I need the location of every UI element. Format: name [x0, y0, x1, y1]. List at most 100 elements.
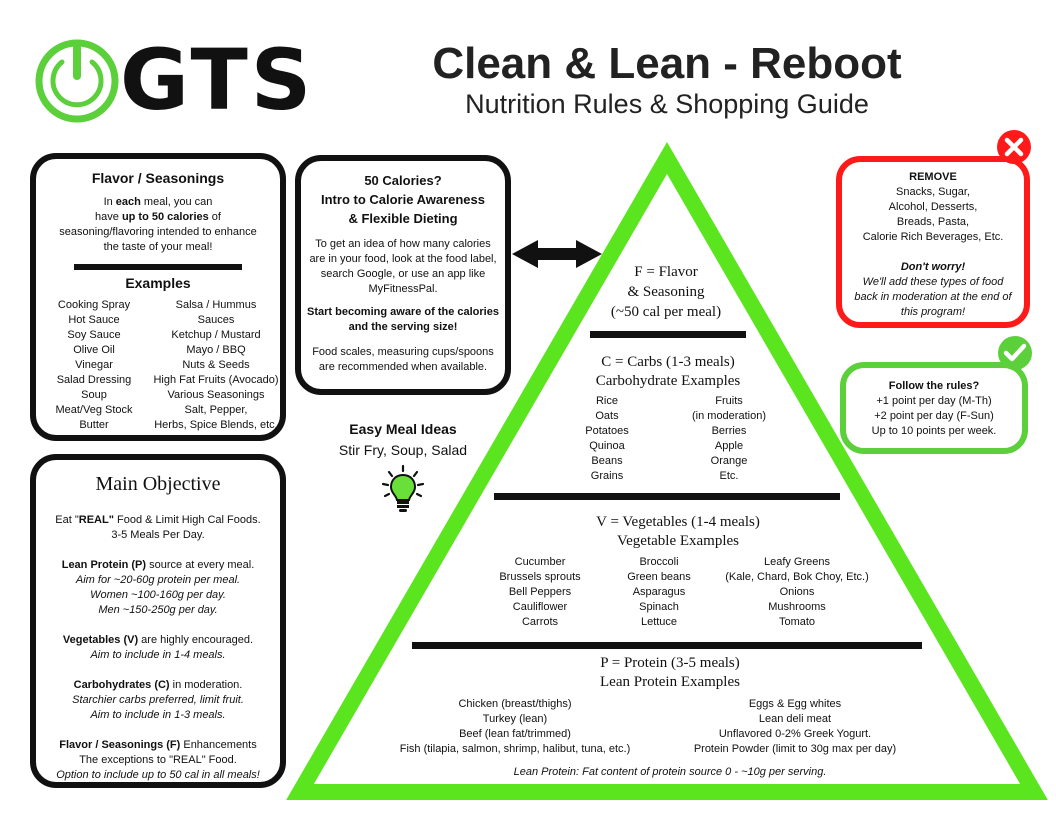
calorie-title-line: & Flexible Dieting [348, 211, 458, 226]
remove-worry-line: back in moderation at the end of [854, 291, 1012, 303]
vegetable-item: Mushrooms [768, 601, 826, 613]
pyramid-vegetables-tier: V = Vegetables (1-4 meals) Vegetable Exa… [476, 512, 880, 630]
carb-item: Orange [710, 455, 748, 467]
remove-box: REMOVE Snacks, Sugar,Alcohol, Desserts,B… [836, 156, 1030, 328]
objective-section: Lean Protein (P) source at every meal.Ai… [40, 558, 276, 618]
rules-title: Follow the rules? [888, 380, 980, 392]
pyramid-divider-flavor [590, 331, 746, 338]
text-run: Option to include up to 50 cal in all me… [56, 769, 260, 781]
text-run: meal, you can [140, 196, 213, 208]
text-line: 3-5 Meals Per Day. [40, 528, 276, 543]
calorie-text-line: search Google, or use an app like [320, 268, 486, 280]
text-line: In each meal, you can [40, 195, 276, 210]
text-run: Aim to include in 1-4 meals. [90, 649, 226, 661]
lightbulb-icon [381, 464, 425, 512]
objective-title: Main Objective [95, 473, 221, 495]
protein-title: P = Protein (3-5 meals) [600, 655, 740, 671]
text-run: Eat " [55, 514, 79, 526]
text-line: Eat "REAL" Food & Limit High Cal Foods. [40, 513, 276, 528]
text-run: Food & Limit High Cal Foods. [113, 514, 261, 526]
gts-logo: GTS [32, 32, 312, 128]
text-run: Lean Protein (P) [61, 559, 147, 571]
pyramid-carbs-tier: C = Carbs (1-3 meals) Carbohydrate Examp… [546, 352, 790, 484]
text-line: Carbohydrates (C) in moderation. [40, 678, 276, 693]
remove-title: REMOVE [909, 171, 957, 183]
flavor-example-item: Mayo / BBQ [186, 344, 246, 356]
carb-item: Berries [711, 425, 747, 437]
remove-worry-line: We'll add these types of food [862, 276, 1004, 288]
flavor-tier-line: F = Flavor [634, 264, 698, 280]
flavor-example-item: Sauces [197, 314, 235, 326]
logo-text: GTS [120, 31, 315, 129]
text-run: Flavor / Seasonings (F) [59, 739, 181, 751]
protein-item: Fish (tilapia, salmon, shrimp, halibut, … [399, 743, 631, 755]
flavor-example-item: Nuts & Seeds [182, 359, 250, 371]
text-run: Starchier carbs preferred, limit fruit. [72, 694, 244, 706]
text-run: Carbohydrates (C) [73, 679, 170, 691]
remove-worry-title: Don't worry! [900, 261, 966, 273]
text-run: 3-5 Meals Per Day. [111, 529, 205, 541]
protein-item: Beef (lean fat/trimmed) [459, 728, 571, 740]
text-run: Aim for ~20-60g protein per meal. [75, 574, 241, 586]
text-line: the taste of your meal! [40, 240, 276, 255]
carb-item: Apple [714, 440, 744, 452]
text-line: Lean Protein (P) source at every meal. [40, 558, 276, 573]
flavor-example-item: Salsa / Hummus [175, 299, 257, 311]
vegetable-item: Onions [779, 586, 815, 598]
vegetable-item: Cauliflower [512, 601, 568, 613]
text-run: Vegetables (V) [62, 634, 139, 646]
carb-item: Oats [595, 410, 619, 422]
pyramid-divider-vegetables [412, 642, 922, 649]
calorie-text-line: Food scales, measuring cups/spoons [312, 346, 494, 358]
text-run: The exceptions to "REAL" Food. [79, 754, 237, 766]
calorie-text-line: To get an idea of how many calories [315, 238, 491, 250]
text-line: Women ~100-160g per day. [40, 588, 276, 603]
text-run: have [95, 211, 122, 223]
text-run: In [103, 196, 116, 208]
calorie-title-line: 50 Calories? [364, 173, 442, 188]
pyramid-outline [286, 142, 1048, 800]
flavor-example-item: Olive Oil [73, 344, 115, 356]
text-line: have up to 50 calories of [40, 210, 276, 225]
text-run: each [115, 196, 141, 208]
carb-item: (in moderation) [692, 410, 766, 422]
easy-meal-ideas: Easy Meal Ideas Stir Fry, Soup, Salad [318, 420, 488, 460]
flavor-example-item: Salad Dressing [56, 374, 132, 386]
flavor-example-item: Soup [81, 389, 107, 401]
carb-item: Fruits [715, 395, 743, 407]
flavor-example-item: Various Seasonings [167, 389, 265, 401]
text-run: the taste of your meal! [103, 241, 213, 253]
flavor-example-item: Meat/Veg Stock [55, 404, 133, 416]
protein-item: Turkey (lean) [482, 713, 548, 725]
carb-item: Quinoa [589, 440, 625, 452]
remove-items: Snacks, Sugar,Alcohol, Desserts,Breads, … [846, 185, 1020, 245]
flavor-example-item: Butter [79, 419, 109, 431]
text-run: up to 50 calories [121, 211, 209, 223]
vegetable-item: Bell Peppers [508, 586, 572, 598]
vegetables-subtitle: Vegetable Examples [616, 533, 740, 549]
text-line: Aim for ~20-60g protein per meal. [40, 573, 276, 588]
checkmark-icon [998, 336, 1032, 370]
rules-line: +1 point per day (M-Th) [876, 395, 992, 407]
page-title: Clean & Lean - Reboot [432, 39, 902, 88]
vegetable-item: Cucumber [514, 556, 566, 568]
calorie-text-line: Start becoming aware of the calories [307, 306, 499, 318]
carb-item: Rice [595, 395, 618, 407]
text-run: Men ~150-250g per day. [98, 604, 218, 616]
carb-item: Grains [590, 470, 624, 482]
carbs-title: C = Carbs (1-3 meals) [601, 354, 735, 370]
remove-item: Alcohol, Desserts, [888, 201, 978, 213]
text-line: seasoning/flavoring intended to enhance [40, 225, 276, 240]
pyramid-protein-tier: P = Protein (3-5 meals) Lean Protein Exa… [390, 653, 950, 780]
remove-item: Breads, Pasta, [896, 216, 970, 228]
vegetable-item: Asparagus [632, 586, 686, 598]
vegetable-item: Brussels sprouts [499, 571, 581, 583]
rules-line: Up to 10 points per week. [871, 425, 997, 437]
